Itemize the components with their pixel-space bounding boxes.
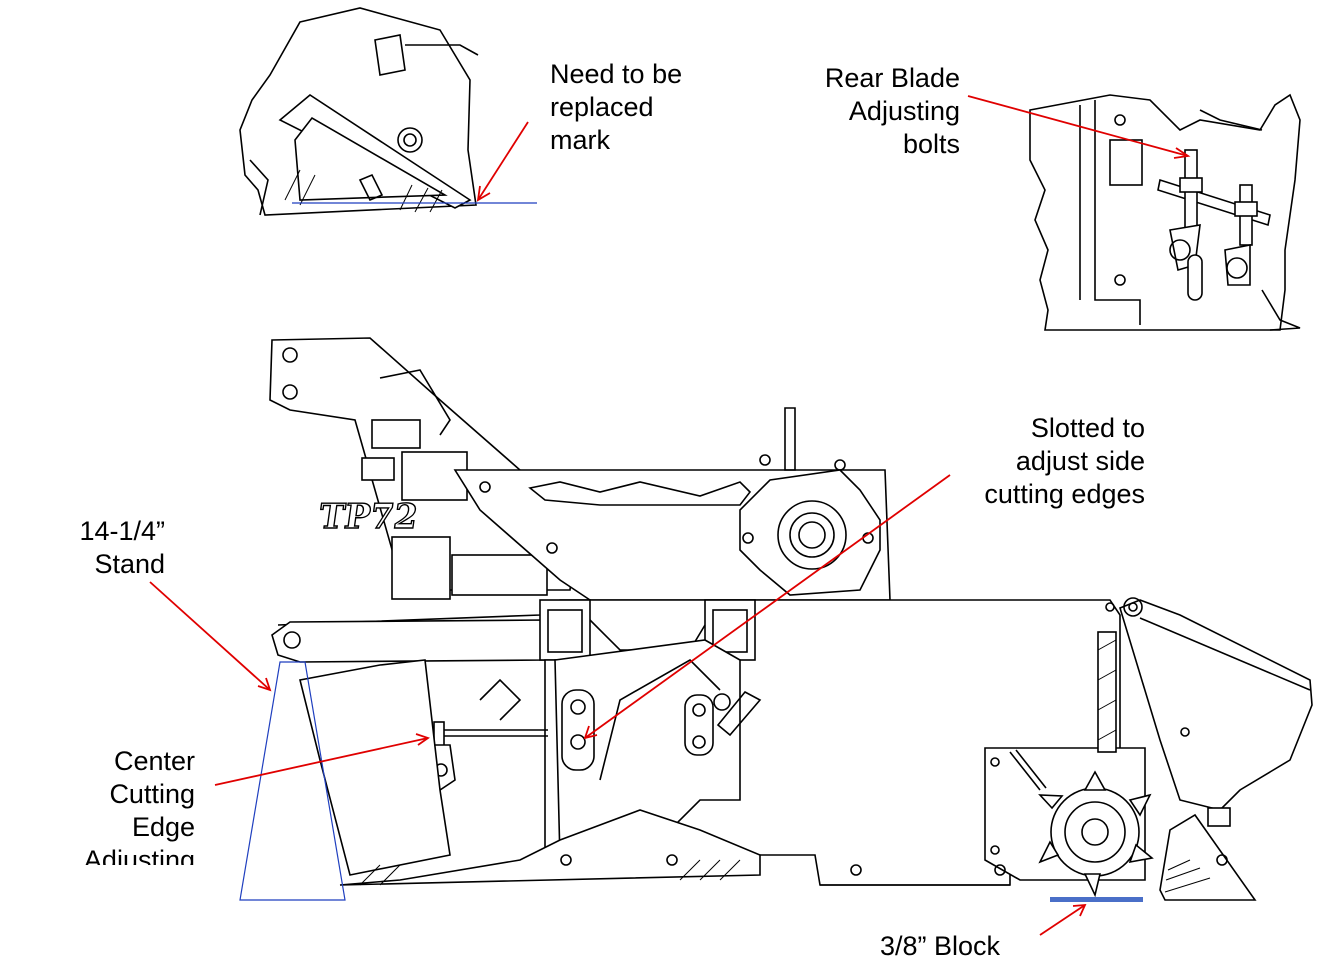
label-block: 3/8” Block bbox=[880, 931, 1001, 961]
leader-arrows bbox=[149, 95, 1191, 936]
label-slotted: Slotted to adjust side cutting edges bbox=[984, 413, 1145, 509]
label-rear-blade-bolts: Rear Blade Adjusting bolts bbox=[824, 63, 960, 159]
bearing-housing bbox=[739, 469, 881, 596]
label-replace-mark: Need to be replaced mark bbox=[550, 59, 683, 155]
main-machine: TP72 bbox=[269, 337, 1313, 901]
rear-shield bbox=[1119, 599, 1313, 811]
cutting-edge-base bbox=[339, 809, 761, 886]
label-center-edge: Center Cutting Edge Adjusting bolts bbox=[83, 746, 195, 865]
rear-blade bbox=[1159, 813, 1257, 901]
lower-arm bbox=[271, 619, 546, 663]
label-stand: 14-1/4” Stand bbox=[79, 516, 165, 579]
label-center-edge-clip: Center Cutting Edge Adjusting bolts bbox=[40, 745, 200, 865]
replace-mark-detail bbox=[239, 7, 537, 216]
block bbox=[1050, 897, 1143, 902]
stand bbox=[239, 661, 346, 901]
rear-blade-detail bbox=[1029, 93, 1301, 331]
star-wheel bbox=[1038, 770, 1154, 898]
model-logo: TP72 bbox=[317, 497, 421, 537]
